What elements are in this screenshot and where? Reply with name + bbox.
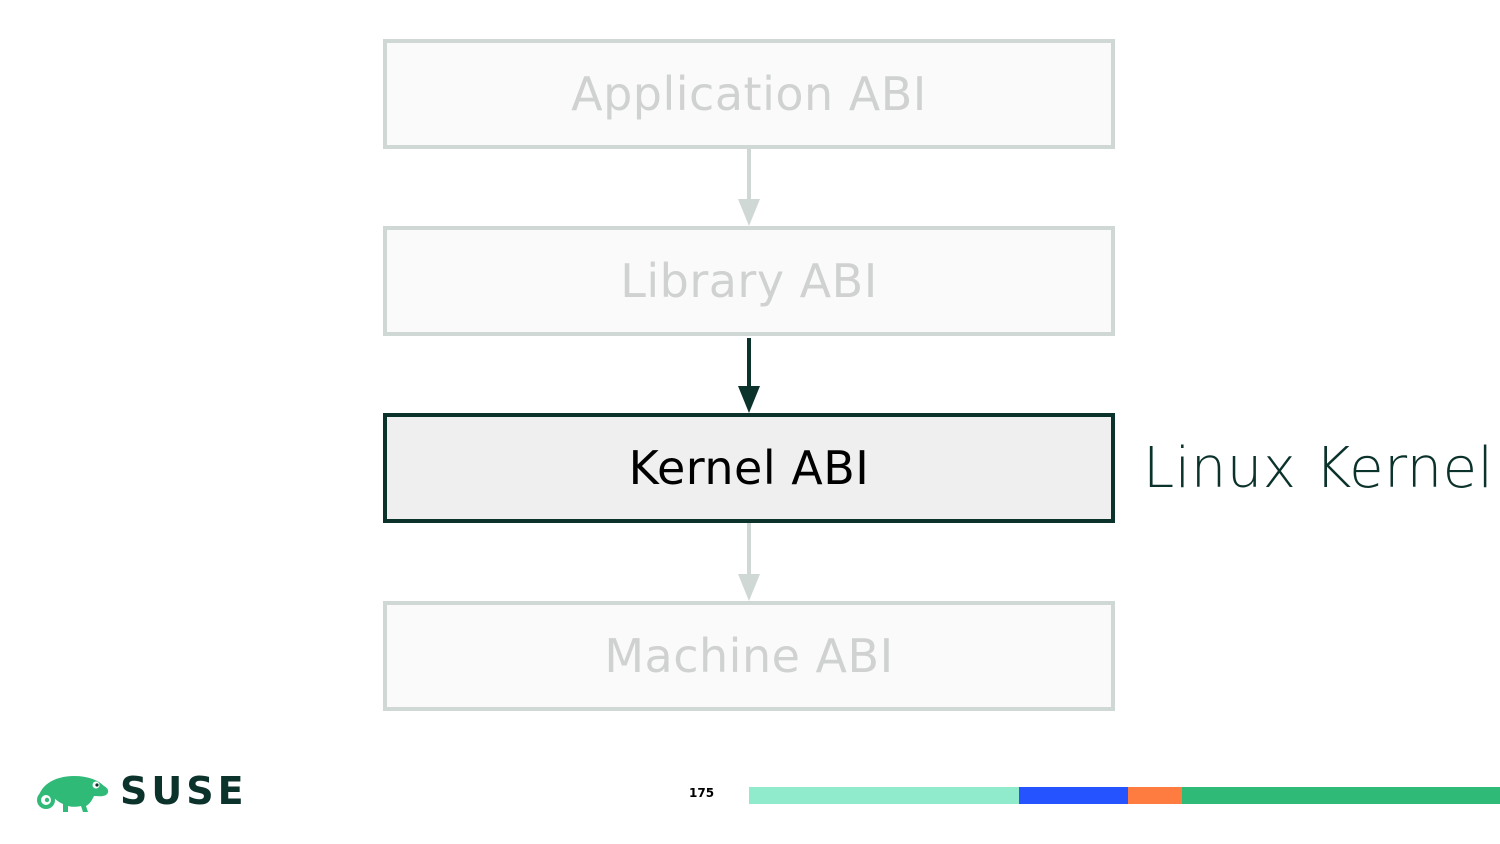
kernel-abi-box: Kernel ABI <box>383 413 1115 523</box>
color-bar-segment-blue <box>1019 787 1128 804</box>
linux-kernel-label: Linux Kernel <box>1143 436 1494 501</box>
brand-color-bar <box>749 787 1500 804</box>
color-bar-segment-green <box>1182 787 1500 804</box>
arrow-library-to-kernel <box>738 338 760 413</box>
page-number: 175 <box>689 786 715 800</box>
library-abi-label: Library ABI <box>620 254 878 308</box>
arrow-app-to-library <box>738 149 760 226</box>
machine-abi-label: Machine ABI <box>604 629 894 683</box>
color-bar-segment-orange <box>1127 787 1183 804</box>
arrow-kernel-to-machine <box>738 523 760 601</box>
machine-abi-box: Machine ABI <box>383 601 1115 711</box>
color-bar-segment-mint <box>749 787 1020 804</box>
application-abi-box: Application ABI <box>383 39 1115 149</box>
suse-wordmark: SUSE <box>120 769 248 813</box>
kernel-abi-label: Kernel ABI <box>628 441 870 495</box>
library-abi-box: Library ABI <box>383 226 1115 336</box>
suse-logo: SUSE <box>34 768 248 814</box>
application-abi-label: Application ABI <box>571 67 927 121</box>
chameleon-icon <box>37 776 109 812</box>
